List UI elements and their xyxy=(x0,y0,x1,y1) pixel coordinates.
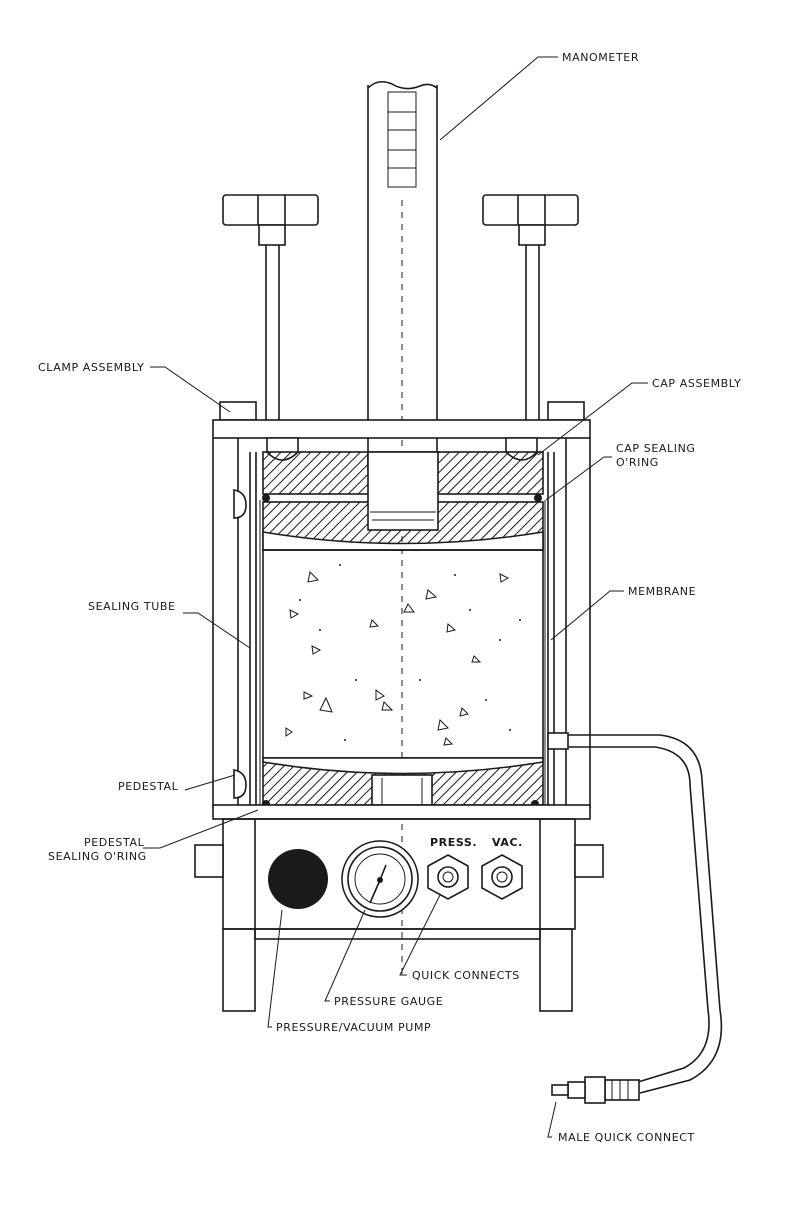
pedestal xyxy=(263,758,543,805)
label-pressure-gauge: PRESSURE GAUGE xyxy=(334,995,443,1008)
vac-quick-connect[interactable] xyxy=(482,855,522,899)
label-pedestal-sealing-oring-1: PEDESTAL xyxy=(84,836,145,849)
label-cap-assembly: CAP ASSEMBLY xyxy=(652,377,741,390)
label-pressure-vacuum-pump: PRESSURE/VACUUM PUMP xyxy=(276,1021,431,1034)
label-sealing-tube: SEALING TUBE xyxy=(88,600,176,613)
label-cap-sealing-oring-2: O'RING xyxy=(616,456,659,469)
label-pedestal: PEDESTAL xyxy=(118,780,179,793)
label-pedestal-sealing-oring-2: SEALING O'RING xyxy=(48,850,147,863)
label-cap-sealing-oring-1: CAP SEALING xyxy=(616,442,696,455)
hose xyxy=(548,733,721,1093)
label-male-quick-connect: MALE QUICK CONNECT xyxy=(558,1131,695,1144)
label-vac: VAC. xyxy=(492,836,523,849)
cap-assembly xyxy=(263,452,543,550)
male-quick-connect[interactable] xyxy=(552,1077,639,1103)
specimen xyxy=(263,550,543,758)
label-clamp-assembly: CLAMP ASSEMBLY xyxy=(38,361,144,374)
pump-knob[interactable] xyxy=(268,849,328,909)
label-manometer: MANOMETER xyxy=(562,51,639,64)
press-quick-connect[interactable] xyxy=(428,855,468,899)
label-press: PRESS. xyxy=(430,836,477,849)
pressure-gauge xyxy=(342,841,418,917)
label-membrane: MEMBRANE xyxy=(628,585,696,598)
label-quick-connects: QUICK CONNECTS xyxy=(412,969,520,982)
